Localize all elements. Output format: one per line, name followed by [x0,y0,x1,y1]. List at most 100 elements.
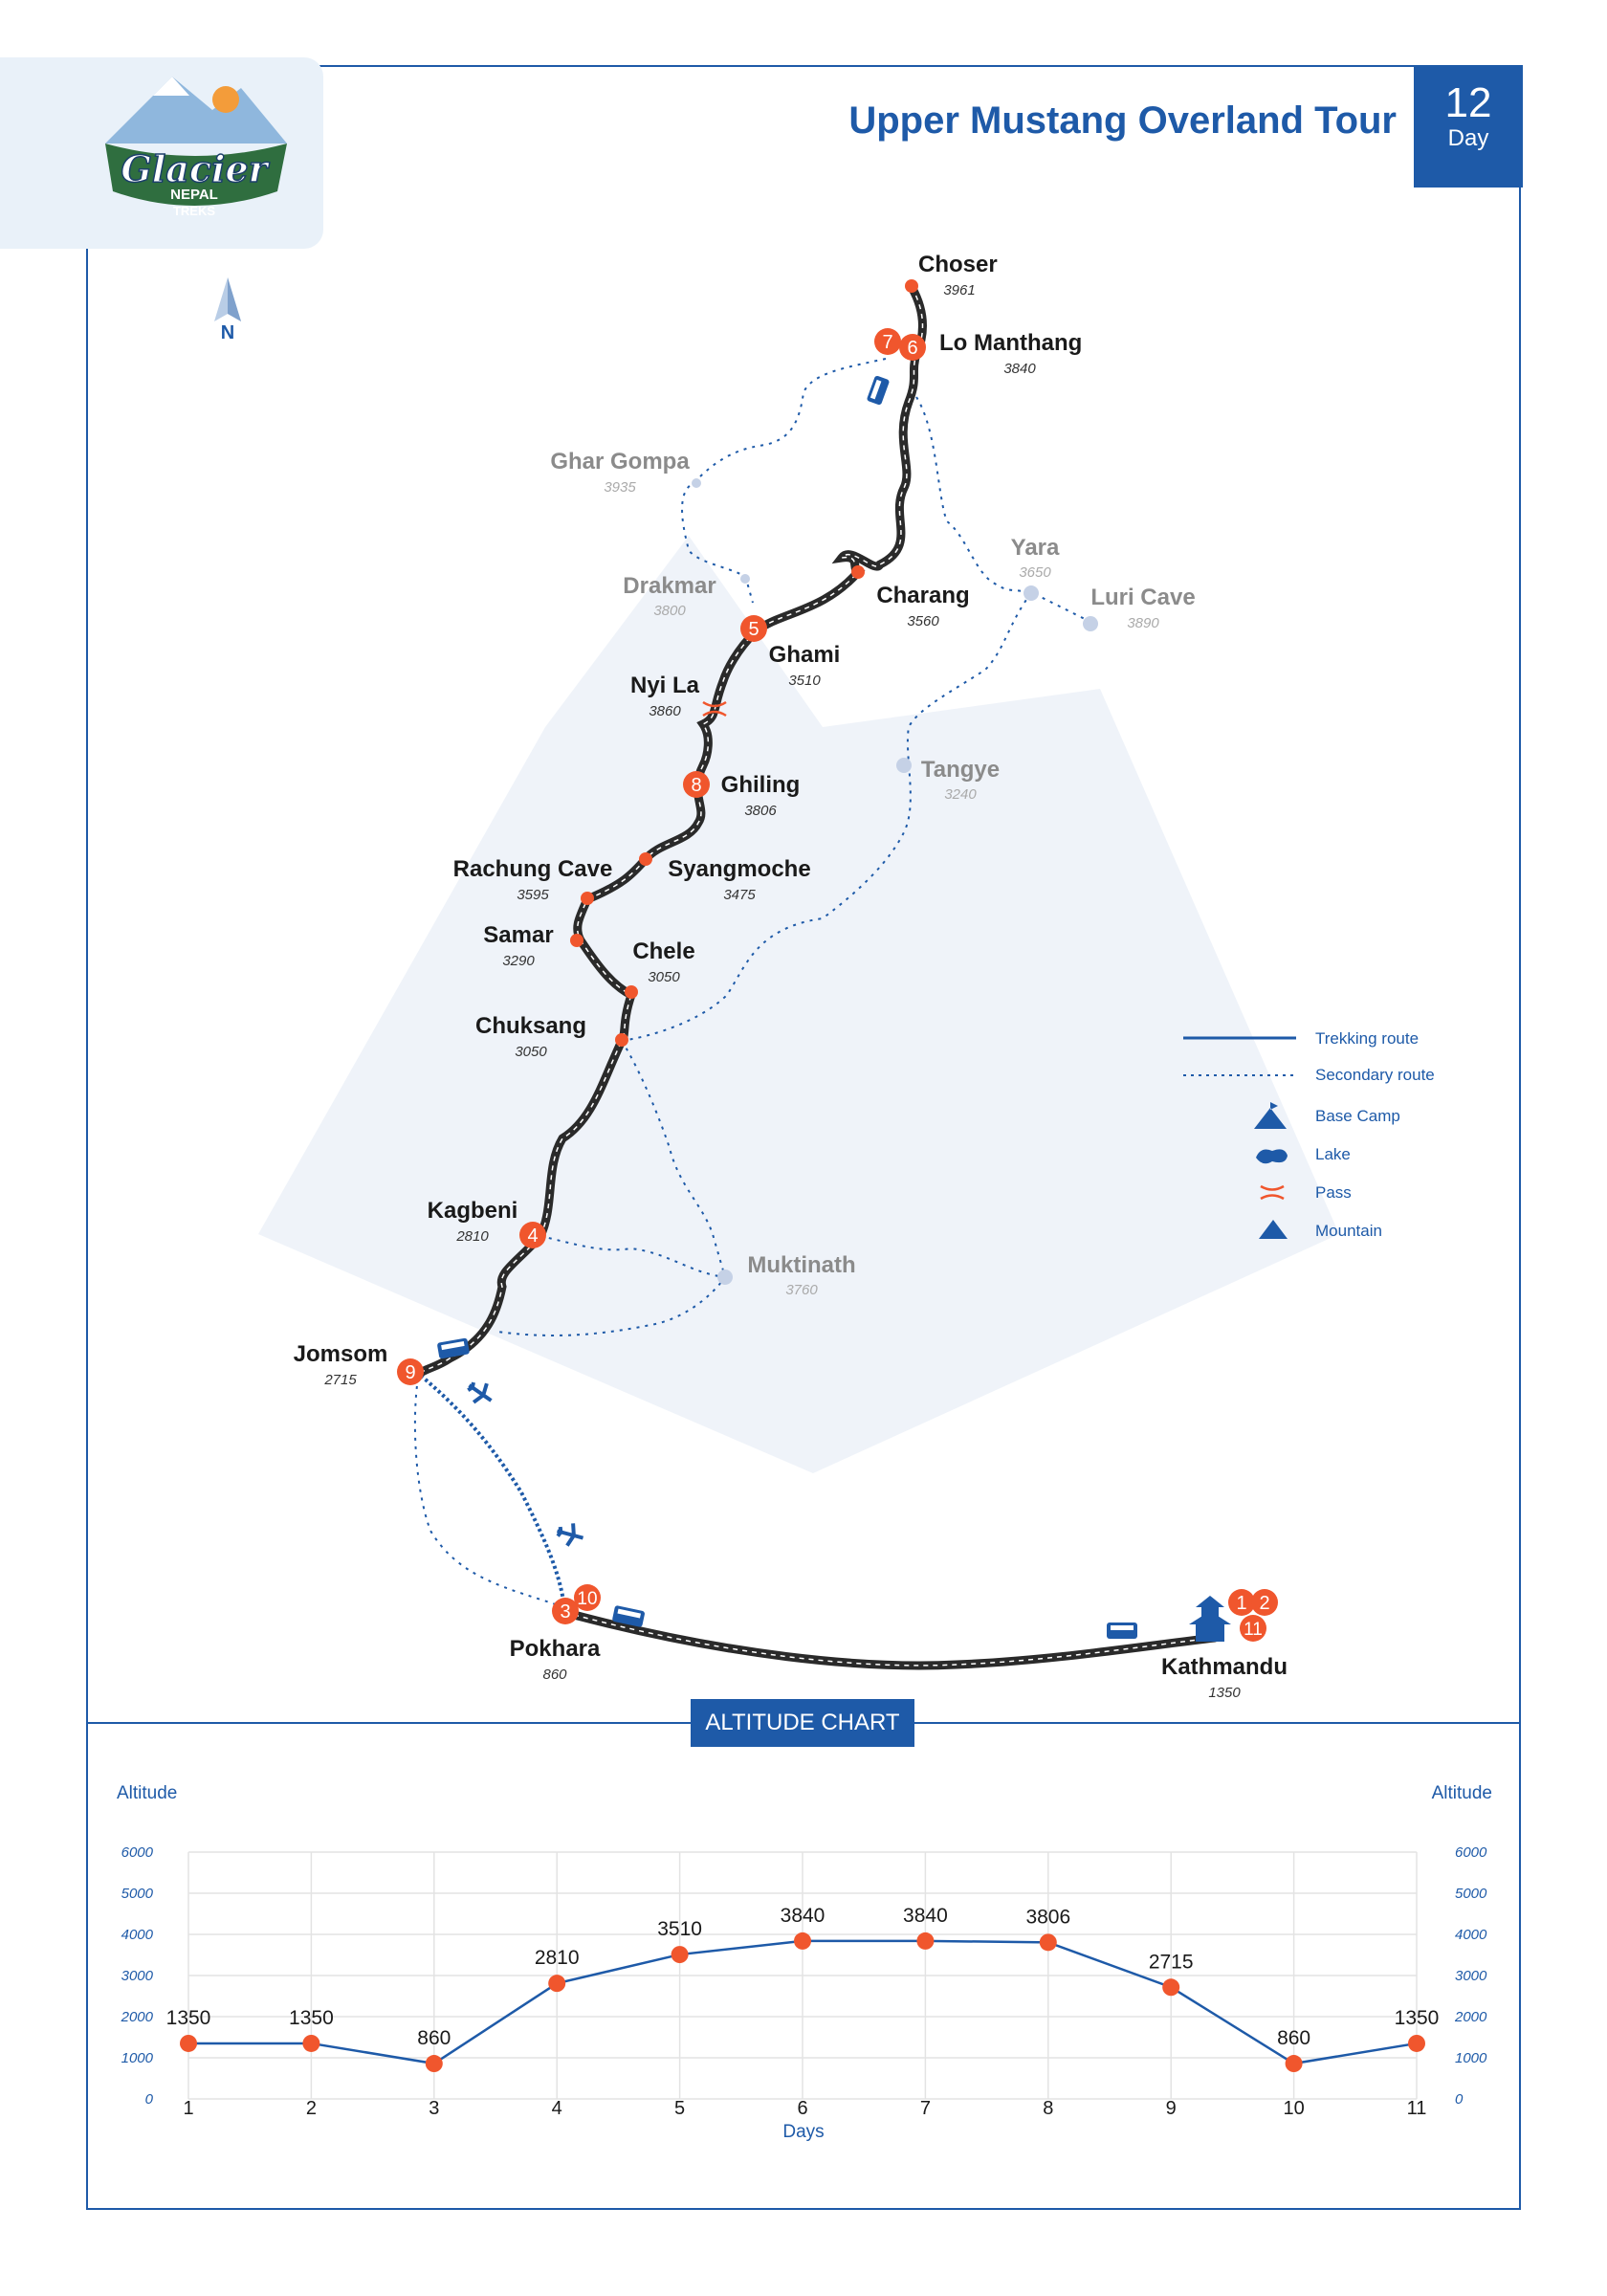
place-altitude: 1350 [1208,1685,1241,1701]
day-marker: 8 [683,771,710,798]
place-altitude: 2715 [323,1372,357,1388]
y-tick-label-right: 5000 [1455,1886,1487,1902]
place-name: Lo Manthang [939,330,1082,356]
place-name: Ghar Gompa [550,449,690,475]
place-name: Drakmar [623,573,715,599]
place-altitude: 3840 [1003,361,1036,377]
place-altitude: 860 [542,1667,567,1683]
day-count: 12 [1444,79,1492,126]
y-tick-label: 2000 [121,2009,154,2025]
place-name: Luri Cave [1090,585,1195,610]
data-point [548,1975,566,1993]
place-name: Choser [918,252,998,277]
data-point [180,2034,197,2052]
tent-icon [1254,1102,1287,1129]
day-marker: 5 [740,615,767,642]
day-marker: 10 [574,1584,601,1611]
place-altitude: 3510 [788,673,821,689]
data-label: 860 [417,2027,451,2049]
trekking-route-centerline [415,286,1216,1667]
bus-icon [437,1337,470,1359]
day-unit: Day [1447,125,1489,151]
data-point [1162,1978,1180,1997]
day-marker-label: 7 [882,332,892,353]
pass-icon [702,700,727,718]
place-altitude: 3800 [653,603,686,619]
place-name: Ghami [769,642,841,668]
place-altitude: 3890 [1127,615,1159,631]
place-altitude: 3290 [502,953,535,969]
place-name: Samar [483,922,553,948]
secondary-point [740,574,750,584]
day-marker: 1 [1228,1589,1255,1616]
day-marker: 9 [397,1358,424,1385]
place-altitude: 3650 [1019,564,1051,581]
bus-icon [612,1605,645,1627]
secondary-point [1024,585,1039,601]
x-tick-label: 6 [797,2098,807,2119]
legend-label: Secondary route [1315,1066,1435,1084]
y-tick-label-right: 0 [1455,2091,1464,2108]
x-tick-label: 11 [1407,2098,1427,2119]
day-marker: 7 [874,328,901,355]
secondary-point [1083,616,1098,631]
secondary-route [621,1040,726,1278]
legend-label: Lake [1315,1145,1351,1163]
data-point [425,2055,443,2073]
legend-label: Mountain [1315,1222,1382,1240]
data-label: 3510 [657,1918,702,1940]
day-marker-label: 3 [560,1601,570,1623]
mountain-icon [1259,1220,1288,1239]
page-title: Upper Mustang Overland Tour [848,99,1397,142]
y-tick-label-right: 3000 [1455,1968,1487,1984]
day-marker: 11 [1240,1615,1266,1642]
y-tick-label: 1000 [121,2050,154,2066]
data-label: 860 [1277,2027,1310,2049]
x-tick-label: 8 [1043,2098,1053,2119]
place-name: Rachung Cave [453,856,613,882]
place-altitude: 3760 [785,1282,818,1298]
y-tick-label-right: 4000 [1455,1927,1487,1943]
secondary-point [717,1269,733,1285]
place-name: Charang [876,583,969,608]
place-altitude: 3475 [723,887,756,903]
place-point [615,1033,628,1047]
place-altitude: 3595 [517,887,549,903]
x-tick-label: 9 [1166,2098,1177,2119]
place-name: Jomsom [294,1341,388,1367]
place-name: Chele [632,938,694,964]
altitude-chart-title: ALTITUDE CHART [691,1699,914,1747]
data-point [302,2034,320,2052]
airplane-icon [556,1523,584,1547]
data-point [794,1932,811,1950]
y-tick-label: 3000 [121,1968,154,1984]
day-marker: 4 [519,1222,546,1248]
data-label: 2810 [535,1947,580,1969]
temple-icon [1189,1596,1231,1642]
legend-label: Trekking route [1315,1029,1419,1048]
day-marker-label: 8 [691,775,701,796]
place-altitude: 3935 [604,479,636,496]
day-marker: 6 [899,334,926,361]
data-label: 2715 [1149,1951,1194,1973]
data-point [1285,2055,1303,2073]
pass-icon [1260,1184,1285,1201]
place-altitude: 3050 [648,969,680,985]
data-point [1408,2034,1425,2052]
place-name: Ghiling [721,772,801,798]
y-axis-label-left: Altitude [117,1783,177,1803]
data-point [916,1932,935,1950]
airplane-icon [467,1381,493,1404]
place-point [639,852,652,866]
place-name: Yara [1011,535,1060,561]
data-point [1039,1933,1057,1952]
logo-text-nepal: NEPAL [170,187,218,203]
page-frame [86,65,1521,2210]
north-arrow: N [214,277,241,343]
x-tick-label: 1 [183,2098,193,2119]
legend-label: Pass [1315,1183,1352,1202]
day-marker-label: 6 [907,338,917,359]
secondary-point [692,478,701,488]
